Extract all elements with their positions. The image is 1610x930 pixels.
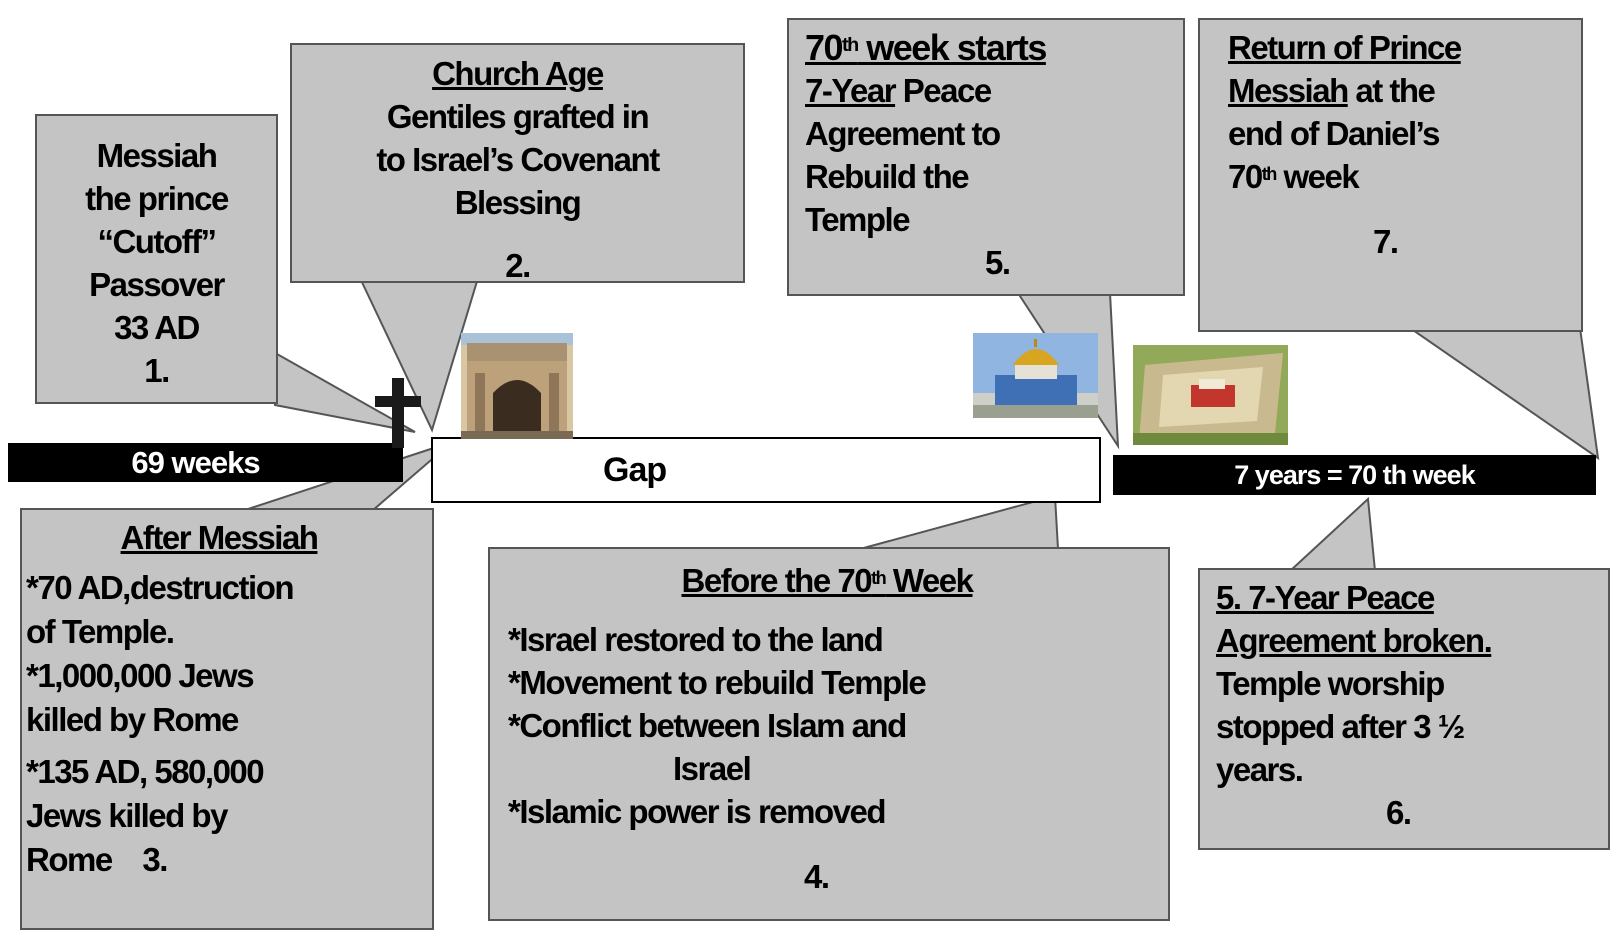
callout-6-number: 6. (1386, 794, 1412, 831)
callout-4-line: *Conflict between Islam and (508, 707, 907, 744)
callout-5-heading-sup: th (842, 34, 859, 56)
callout-3-heading: After Messiah (120, 519, 319, 556)
tail-callout-7 (1406, 327, 1600, 461)
callout-7-line-pre: 70 (1228, 158, 1263, 195)
timeline-gap-bar: Gap (431, 437, 1101, 503)
cross-icon (375, 378, 421, 448)
callout-2-number: 2. (505, 247, 531, 284)
callout-church-age: Church Age Gentiles grafted in to Israel… (290, 43, 745, 284)
callout-return-of-messiah: Return of Prince Messiah at the end of D… (1198, 18, 1583, 332)
callout-3-line: killed by Rome (26, 701, 239, 738)
callout-3-line: *135 AD, 580,000 (26, 753, 265, 790)
callout-3-line: of Temple. (26, 613, 175, 650)
timeline-70th-week-label: 7 years = 70 th week (1234, 459, 1475, 490)
callout-4-line: *Islamic power is removed (508, 793, 887, 830)
callout-5-number: 5. (985, 244, 1011, 281)
callout-messiah-cutoff: Messiah the prince “Cutoff” Passover 33 … (35, 114, 278, 404)
callout-peace-agreement-broken: 5. 7-Year Peace Agreement broken. Temple… (1198, 568, 1610, 850)
callout-4-heading: Before the 70th Week (508, 559, 1168, 602)
callout-2-line: to Israel’s Covenant (376, 141, 660, 178)
callout-after-messiah: After Messiah *70 AD,destruction of Temp… (20, 508, 434, 930)
callout-5-line: Temple (805, 201, 911, 238)
dome-of-rock-image (973, 333, 1098, 418)
callout-7-line: end of Daniel’s (1228, 115, 1440, 152)
callout-2-heading: Church Age (432, 55, 604, 92)
callout-5-line: Rebuild the (805, 158, 970, 195)
callout-7-line-rest: at the (1347, 72, 1436, 109)
callout-5-subheading-underlined: 7-Year (805, 72, 897, 109)
temple-model-image (1133, 345, 1288, 445)
callout-5-subheading: 7-Year Peace (805, 69, 1183, 112)
callout-2-line: Blessing (454, 184, 582, 221)
callout-1-number: 1. (144, 352, 170, 389)
callout-7-line: 70th week (1228, 155, 1581, 198)
callout-4-line: *Movement to rebuild Temple (508, 664, 927, 701)
callout-7-line-sup: th (1261, 164, 1278, 184)
timeline-69-weeks-bar: 69 weeks (8, 443, 403, 482)
callout-before-70th-week: Before the 70th Week *Israel restored to… (488, 547, 1170, 921)
callout-4-heading-sup: th (871, 568, 887, 588)
callout-70th-week-starts: 70th week starts 7-Year Peace Agreement … (787, 18, 1185, 296)
callout-6-line: stopped after 3 ½ (1216, 708, 1465, 745)
callout-6-line: years. (1216, 751, 1304, 788)
callout-1-line: “Cutoff” (97, 223, 217, 260)
callout-7-line-post: week (1275, 158, 1360, 195)
timeline-70th-week-bar: 7 years = 70 th week (1113, 455, 1596, 495)
callout-5-heading: 70th week starts (805, 26, 1183, 69)
callout-7-line: Return of Prince (1228, 29, 1462, 66)
callout-1-line: the prince (85, 180, 229, 217)
arch-of-titus-image (461, 333, 573, 439)
callout-3-line: *1,000,000 Jews (26, 657, 255, 694)
callout-7-number: 7. (1373, 223, 1399, 260)
callout-4-number: 4. (804, 858, 830, 895)
callout-4-line: *Israel restored to the land (508, 621, 884, 658)
callout-1-line: 33 AD (114, 309, 200, 346)
callout-3-line: Rome 3. (26, 841, 168, 878)
callout-5-heading-pre: 70 (805, 27, 844, 68)
callout-1-line: Messiah (96, 137, 218, 174)
callout-7-line: Messiah at the (1228, 69, 1581, 112)
tail-callout-6 (1287, 496, 1377, 572)
callout-4-heading-pre: Before the 70 (681, 562, 873, 599)
callout-4-heading-post: Week (885, 562, 974, 599)
callout-2-line: Gentiles grafted in (386, 98, 650, 135)
callout-4-line: Israel (673, 750, 752, 787)
callout-5-heading-post: week starts (857, 27, 1047, 68)
callout-3-line: Jews killed by (26, 797, 228, 834)
callout-5-line: Agreement to (805, 115, 1001, 152)
callout-6-line: Agreement broken. (1216, 622, 1493, 659)
timeline-69-weeks-label: 69 weeks (131, 444, 260, 480)
callout-3-line: *70 AD,destruction (26, 569, 295, 606)
callout-7-line-underlined: Messiah (1228, 72, 1349, 109)
callout-1-line: Passover (89, 266, 225, 303)
callout-6-line: 5. 7-Year Peace (1216, 579, 1435, 616)
timeline-gap-label: Gap (603, 450, 667, 489)
callout-6-line: Temple worship (1216, 665, 1445, 702)
tail-callout-4 (859, 494, 1060, 550)
callout-5-subheading-rest: Peace (895, 72, 992, 109)
